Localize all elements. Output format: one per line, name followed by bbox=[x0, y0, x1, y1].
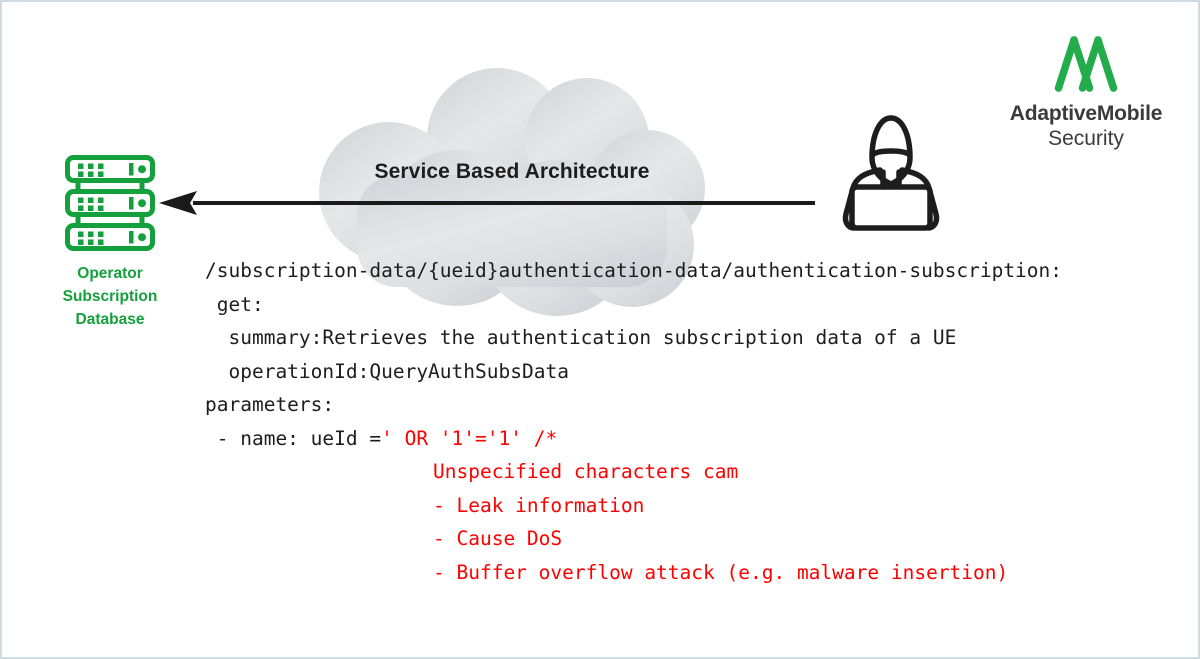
code-line: summary:Retrieves the authentication sub… bbox=[205, 321, 1165, 355]
cloud-title: Service Based Architecture bbox=[374, 160, 650, 183]
code-segment: - Cause DoS bbox=[433, 527, 563, 550]
code-line: - Leak information bbox=[205, 489, 1165, 523]
database-label: Operator Subscription Database bbox=[27, 263, 193, 332]
api-spec-code-block: /subscription-data/{ueid}authentication-… bbox=[205, 254, 1165, 589]
database-label-line-3: Database bbox=[75, 310, 145, 328]
brand-name: AdaptiveMobile bbox=[1009, 102, 1163, 125]
code-segment: ' OR '1'='1' /* bbox=[381, 426, 558, 450]
code-line: Unspecified characters cam bbox=[205, 455, 1165, 489]
attack-arrow bbox=[157, 190, 817, 216]
code-line: get: bbox=[205, 288, 1165, 322]
code-line: - name: ueId =' OR '1'='1' /* bbox=[205, 422, 1165, 456]
code-line: - Buffer overflow attack (e.g. malware i… bbox=[205, 556, 1165, 590]
brand-logo: AdaptiveMobile Security bbox=[1000, 28, 1172, 152]
code-line: operationId:QueryAuthSubsData bbox=[205, 355, 1165, 389]
database-label-line-1: Operator bbox=[77, 265, 143, 282]
code-line: /subscription-data/{ueid}authentication-… bbox=[205, 254, 1165, 288]
code-segment: Unspecified characters cam bbox=[433, 460, 739, 483]
adaptivemobile-logo-icon bbox=[1054, 36, 1118, 92]
code-line: - Cause DoS bbox=[205, 522, 1165, 556]
database-label-line-2: Subscription bbox=[62, 287, 158, 305]
code-segment: get: bbox=[205, 292, 264, 316]
brand-subtitle: Security bbox=[1048, 127, 1124, 150]
code-segment: summary:Retrieves the authentication sub… bbox=[205, 326, 957, 349]
server-rack-icon bbox=[64, 154, 156, 252]
hooded-hacker-icon bbox=[828, 110, 954, 235]
code-segment: parameters: bbox=[205, 393, 335, 416]
code-segment: - Leak information bbox=[433, 493, 645, 517]
code-segment: - Buffer overflow attack (e.g. malware i… bbox=[433, 560, 1009, 584]
code-line: parameters: bbox=[205, 388, 1165, 422]
code-segment: operationId:QueryAuthSubsData bbox=[205, 359, 569, 383]
code-segment: - name: ueId = bbox=[205, 426, 382, 450]
code-segment: /subscription-data/{ueid}authentication-… bbox=[205, 259, 1063, 282]
